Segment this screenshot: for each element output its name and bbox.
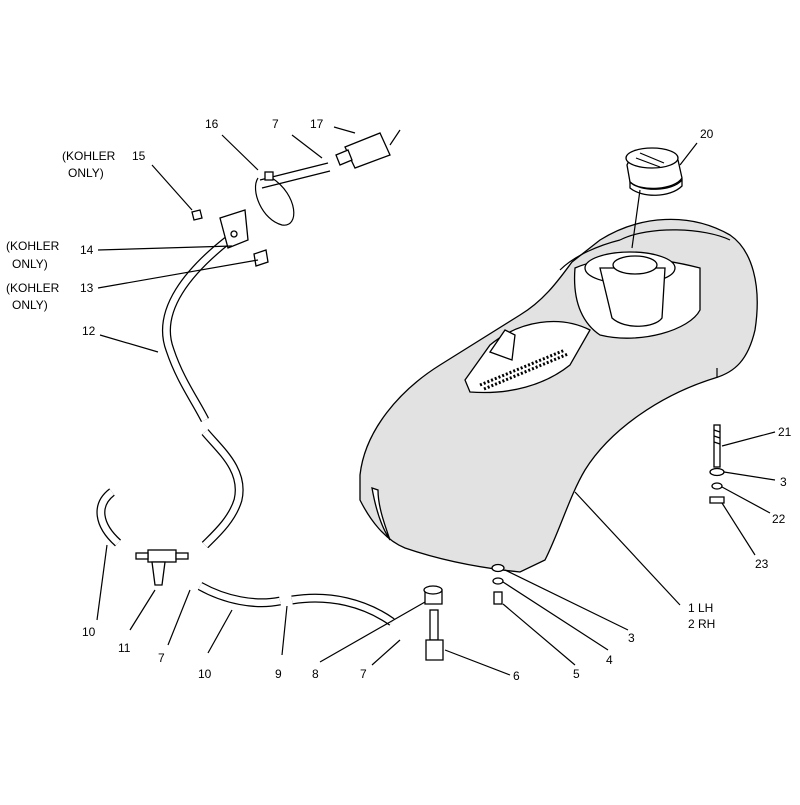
callout-4: 4: [606, 653, 613, 667]
callout-3-bottom: 3: [628, 631, 635, 645]
callout-5: 5: [573, 667, 580, 681]
callout-20: 20: [700, 127, 714, 141]
callout-15: 15: [132, 149, 146, 163]
callout-labels: 16 7 17 15 14 13 12 20 21 3 22 23 10 11 …: [80, 117, 792, 683]
callout-11: 11: [118, 641, 131, 655]
kohler-note-15-line2: ONLY): [68, 166, 104, 180]
fuel-filter: [335, 129, 401, 169]
fuel-hoses: [96, 162, 395, 626]
kohler-note-14-line1: (KOHLER: [6, 239, 60, 253]
callout-21: 21: [778, 425, 792, 439]
callout-9: 9: [275, 667, 282, 681]
callout-1-lh: 1 LH: [688, 601, 713, 615]
callout-6: 6: [513, 669, 520, 683]
callout-7-top: 7: [272, 117, 279, 131]
callout-14: 14: [80, 243, 94, 257]
callout-8: 8: [312, 667, 319, 681]
stud-hardware: [709, 424, 725, 504]
callout-2-rh: 2 RH: [688, 617, 715, 631]
callout-23: 23: [755, 557, 769, 571]
callout-10-bottom: 10: [198, 667, 212, 681]
callout-10-left: 10: [82, 625, 96, 639]
grommet-and-elbow: [423, 585, 444, 661]
callout-13: 13: [80, 281, 94, 295]
mount-hardware: [491, 563, 505, 605]
kohler-note-13-line1: (KOHLER: [6, 281, 60, 295]
fuel-cap: [625, 147, 683, 196]
callout-17: 17: [310, 117, 324, 131]
callout-16: 16: [205, 117, 219, 131]
kohler-note-14-line2: ONLY): [12, 257, 48, 271]
kohler-note-13-line2: ONLY): [12, 298, 48, 312]
callout-7-valve: 7: [158, 651, 165, 665]
callout-22: 22: [772, 512, 786, 526]
clamp-and-bracket: [191, 171, 295, 267]
callout-3-right: 3: [780, 475, 787, 489]
callout-7-elbow: 7: [360, 667, 367, 681]
shutoff-valve: [135, 549, 189, 586]
callout-12: 12: [82, 324, 96, 338]
kohler-note-15-line1: (KOHLER: [62, 149, 116, 163]
leader-lines: [96, 126, 776, 676]
kohler-notes: (KOHLER ONLY) (KOHLER ONLY) (KOHLER ONLY…: [6, 149, 116, 312]
fuel-tank: [359, 218, 758, 573]
